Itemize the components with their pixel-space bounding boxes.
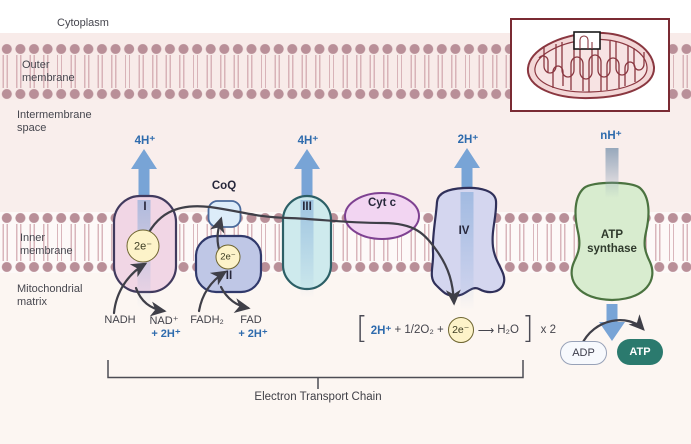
proton-label-atp-synthase: nH⁺ (600, 130, 622, 142)
complex-i-label: I (143, 201, 147, 213)
equation-oxygen-term: + 1/2O₂ + (394, 324, 444, 336)
inset-highlight-detail (579, 35, 593, 49)
proton-label-complex-i: 4H⁺ (134, 135, 156, 147)
inner-membrane-bottom-heads (0, 261, 691, 273)
complex-iv-label: IV (458, 225, 470, 237)
region-label-outer-membrane: Outer membrane (22, 59, 75, 84)
proton-label-complex-iv: 2H⁺ (457, 134, 479, 146)
cyt-c-label: Cyt c (367, 197, 397, 209)
complex-iii-label: III (302, 201, 312, 213)
coq-label: CoQ (211, 180, 237, 192)
electron-circle-complex-i: 2e⁻ (126, 229, 160, 263)
caption: Electron Transport Chain (254, 391, 382, 403)
nad-protons-label: + 2H⁺ (151, 328, 181, 340)
proton-label-complex-iii: 4H⁺ (297, 135, 319, 147)
fad-protons-label: + 2H⁺ (238, 328, 268, 340)
inner-membrane-top-heads (0, 212, 691, 224)
electron-circle-complex-ii: 2e⁻ (215, 244, 241, 270)
electron-circle-equation: 2e⁻ (447, 317, 474, 343)
oxygen-reduction-equation: [ 2H⁺ + 1/2O₂ + 2e⁻ ⟶ H₂O ] x 2 (356, 313, 556, 347)
inset-highlight-box (573, 31, 601, 50)
region-label-intermembrane-space: Intermembrane space (17, 109, 92, 134)
equation-protons: 2H⁺ (370, 325, 392, 337)
region-label-inner-membrane: Inner membrane (20, 232, 73, 257)
nad-label: NAD⁺ (149, 315, 179, 327)
region-label-mitochondrial-matrix: Mitochondrial matrix (17, 283, 83, 308)
complex-ii-label: II (225, 270, 233, 282)
atp-synthase-label: ATP synthase (587, 229, 637, 255)
fadh2-label: FADH₂ (190, 314, 224, 326)
adp-pill: ADP (560, 341, 607, 365)
mitochondrion-cristae (538, 39, 645, 92)
equation-open-bracket: [ (356, 310, 368, 346)
mitochondrion-illustration (526, 31, 656, 100)
equation-arrow: ⟶ (477, 325, 495, 337)
mitochondrion-inset (510, 18, 670, 112)
atp-pill: ATP (617, 339, 663, 365)
intermembrane-space-region (0, 100, 691, 212)
equation-close-bracket: ] (521, 310, 534, 346)
equation-multiplier: x 2 (540, 324, 556, 336)
fad-label: FAD (240, 314, 262, 326)
region-label-cytoplasm: Cytoplasm (57, 17, 109, 29)
nadh-label: NADH (104, 314, 136, 326)
equation-water: H₂O (497, 324, 519, 336)
